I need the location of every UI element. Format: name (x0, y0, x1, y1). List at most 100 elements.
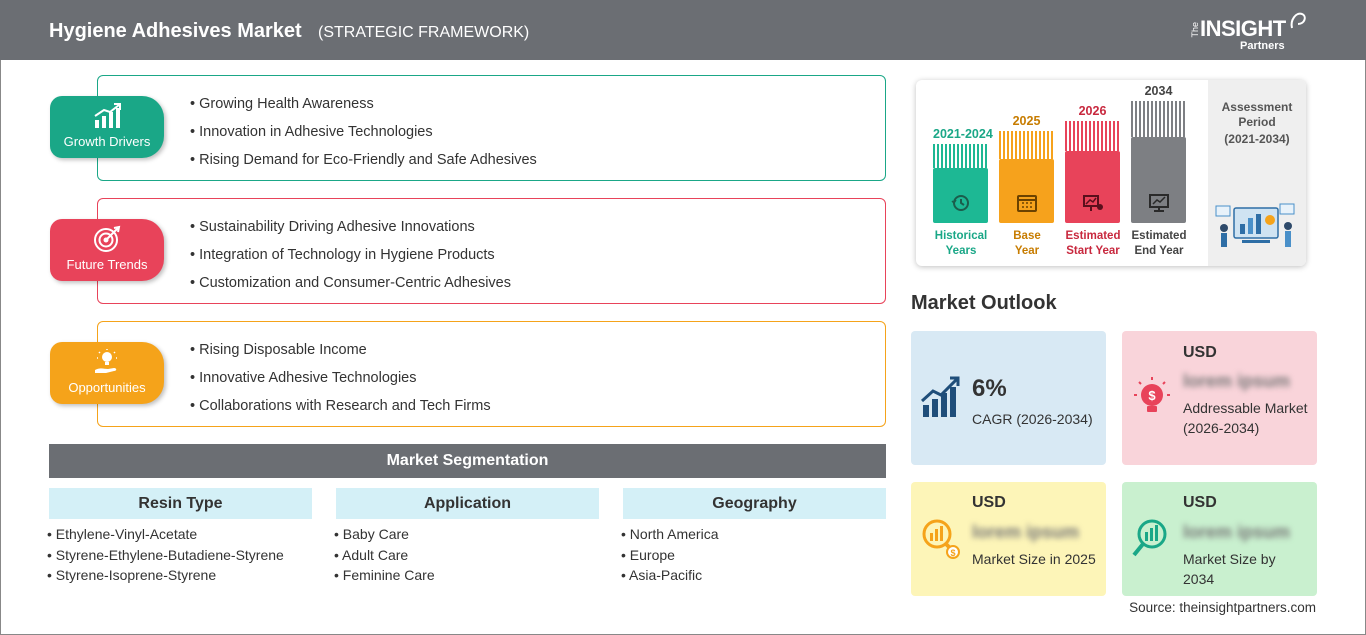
list-item: Baby Care (334, 524, 435, 545)
presentation-icon (1083, 195, 1103, 211)
future-trends-list: Sustainability Driving Adhesive Innovati… (190, 217, 511, 301)
list-item: Collaborations with Research and Tech Fi… (190, 396, 490, 424)
list-item: Innovative Adhesive Technologies (190, 368, 491, 396)
growth-chart-icon (94, 103, 121, 128)
cagr-value: 6% (972, 375, 1007, 402)
insight-partners-logo[interactable]: The INSIGHT Partners (1188, 10, 1308, 54)
list-item: Innovation in Adhesive Technologies (190, 122, 537, 150)
growth-drivers-label: Growth Drivers (63, 134, 151, 149)
target-icon (94, 225, 121, 252)
market-size-2025-card: $ USD lorem ipsum Market Size in 2025 (911, 482, 1106, 596)
list-item: Sustainability Driving Adhesive Innovati… (190, 217, 511, 245)
growth-drivers-list: Growing Health Awareness Innovation in A… (190, 94, 537, 178)
size-2034-value-blurred: lorem ipsum (1183, 522, 1291, 542)
timeline-year: 2021-2024 (933, 127, 993, 141)
source-note[interactable]: Source: theinsightpartners.com (1129, 600, 1316, 615)
segmentation-title-bar: Market Segmentation (49, 444, 886, 478)
future-trends-badge: Future Trends (50, 219, 164, 281)
logo-insight: INSIGHT (1200, 16, 1286, 41)
opportunities-box: Rising Disposable Income Innovative Adhe… (97, 321, 886, 427)
list-item: Growing Health Awareness (190, 94, 537, 122)
addressable-value-blurred: lorem ipsum (1183, 371, 1291, 391)
resin-type-list: Ethylene-Vinyl-Acetate Styrene-Ethylene-… (47, 524, 284, 586)
size-2025-currency: USD (972, 494, 1006, 511)
timeline-bar (1065, 151, 1120, 223)
addressable-currency: USD (1183, 344, 1217, 361)
magnifier-dollar-icon: $ (922, 519, 960, 559)
segment-heading-resin-type: Resin Type (49, 488, 312, 519)
rising-bars-icon (920, 376, 960, 417)
list-item: Rising Disposable Income (190, 340, 491, 368)
addressable-label: Addressable Market (2026-2034) (1183, 400, 1308, 436)
opportunities-label: Opportunities (68, 380, 146, 395)
timeline-bar-stripes (999, 131, 1054, 159)
page-subtitle: (STRATEGIC FRAMEWORK) (318, 24, 530, 41)
addressable-market-card: $ USD lorem ipsum Addressable Market (20… (1122, 331, 1317, 465)
timeline-caption-line: Start Year (1066, 245, 1120, 257)
timeline-year: 2025 (1012, 114, 1041, 128)
timeline-caption-line: Historical (934, 230, 988, 242)
assessment-period-range: (2021-2034) (1224, 132, 1290, 146)
growth-drivers-box: Growing Health Awareness Innovation in A… (97, 75, 886, 181)
lightbulb-hand-icon (95, 349, 117, 373)
history-icon (951, 195, 969, 211)
list-item: Adult Care (334, 545, 435, 566)
list-item: Rising Demand for Eco-Friendly and Safe … (190, 150, 537, 178)
page-title: Hygiene Adhesives Market (49, 20, 302, 42)
logo-swirl-icon (1290, 12, 1306, 29)
calendar-icon (1017, 195, 1037, 212)
segment-heading-application: Application (336, 488, 599, 519)
list-item: Styrene-Isoprene-Styrene (47, 565, 284, 586)
assessment-period-label: Assessment Period (1221, 100, 1293, 129)
timeline-bar-stripes (1065, 121, 1120, 151)
svg-text:$: $ (1148, 388, 1156, 403)
cagr-label: CAGR (2026-2034) (972, 411, 1093, 427)
size-2025-label: Market Size in 2025 (972, 551, 1096, 567)
size-2034-currency: USD (1183, 494, 1217, 511)
list-item: Europe (621, 545, 719, 566)
market-size-2034-card: USD lorem ipsum Market Size by 2034 (1122, 482, 1317, 596)
opportunities-list: Rising Disposable Income Innovative Adhe… (190, 340, 491, 424)
timeline-caption-line: Estimated (1065, 230, 1121, 242)
timeline-caption-line: End Year (1134, 245, 1184, 257)
size-2025-value-blurred: lorem ipsum (972, 522, 1080, 542)
future-trends-label: Future Trends (66, 257, 148, 272)
list-item: Asia-Pacific (621, 565, 719, 586)
list-item: Customization and Consumer-Centric Adhes… (190, 273, 511, 301)
timeline-year: 2034 (1144, 84, 1173, 98)
opportunities-badge: Opportunities (50, 342, 164, 404)
timeline-bar-stripes (933, 144, 988, 168)
monitor-chart-icon (1149, 194, 1169, 212)
logo-partners: Partners (1240, 40, 1285, 52)
growth-drivers-badge: Growth Drivers (50, 96, 164, 158)
application-list: Baby Care Adult Care Feminine Care (334, 524, 435, 586)
future-trends-box: Sustainability Driving Adhesive Innovati… (97, 198, 886, 304)
magnifier-chart-icon (1132, 519, 1167, 557)
timeline-caption-line: Estimated (1131, 230, 1187, 242)
list-item: Feminine Care (334, 565, 435, 586)
analytics-people-icon (1215, 203, 1295, 247)
cagr-card: 6% CAGR (2026-2034) (911, 331, 1106, 465)
timeline-caption-line: Years (945, 245, 977, 257)
timeline-year: 2026 (1078, 104, 1107, 118)
geography-list: North America Europe Asia-Pacific (621, 524, 719, 586)
list-item: Ethylene-Vinyl-Acetate (47, 524, 284, 545)
size-2034-label: Market Size by 2034 (1183, 551, 1276, 587)
list-item: Integration of Technology in Hygiene Pro… (190, 245, 511, 273)
logo-the: The (1190, 22, 1200, 38)
segment-heading-geography: Geography (623, 488, 886, 519)
header-bar: Hygiene Adhesives Market (STRATEGIC FRAM… (0, 0, 1366, 60)
market-outlook-title: Market Outlook (911, 292, 1057, 314)
timeline-caption-line: Base (1013, 230, 1041, 242)
timeline-caption-line: Year (1014, 245, 1040, 257)
list-item: Styrene-Ethylene-Butadiene-Styrene (47, 545, 284, 566)
assessment-period-panel: Assessment Period (2021-2034) (1208, 80, 1306, 266)
list-item: North America (621, 524, 719, 545)
lightbulb-dollar-icon: $ (1134, 377, 1170, 412)
timeline-bar (999, 159, 1054, 223)
timeline-bar-stripes (1131, 101, 1186, 137)
